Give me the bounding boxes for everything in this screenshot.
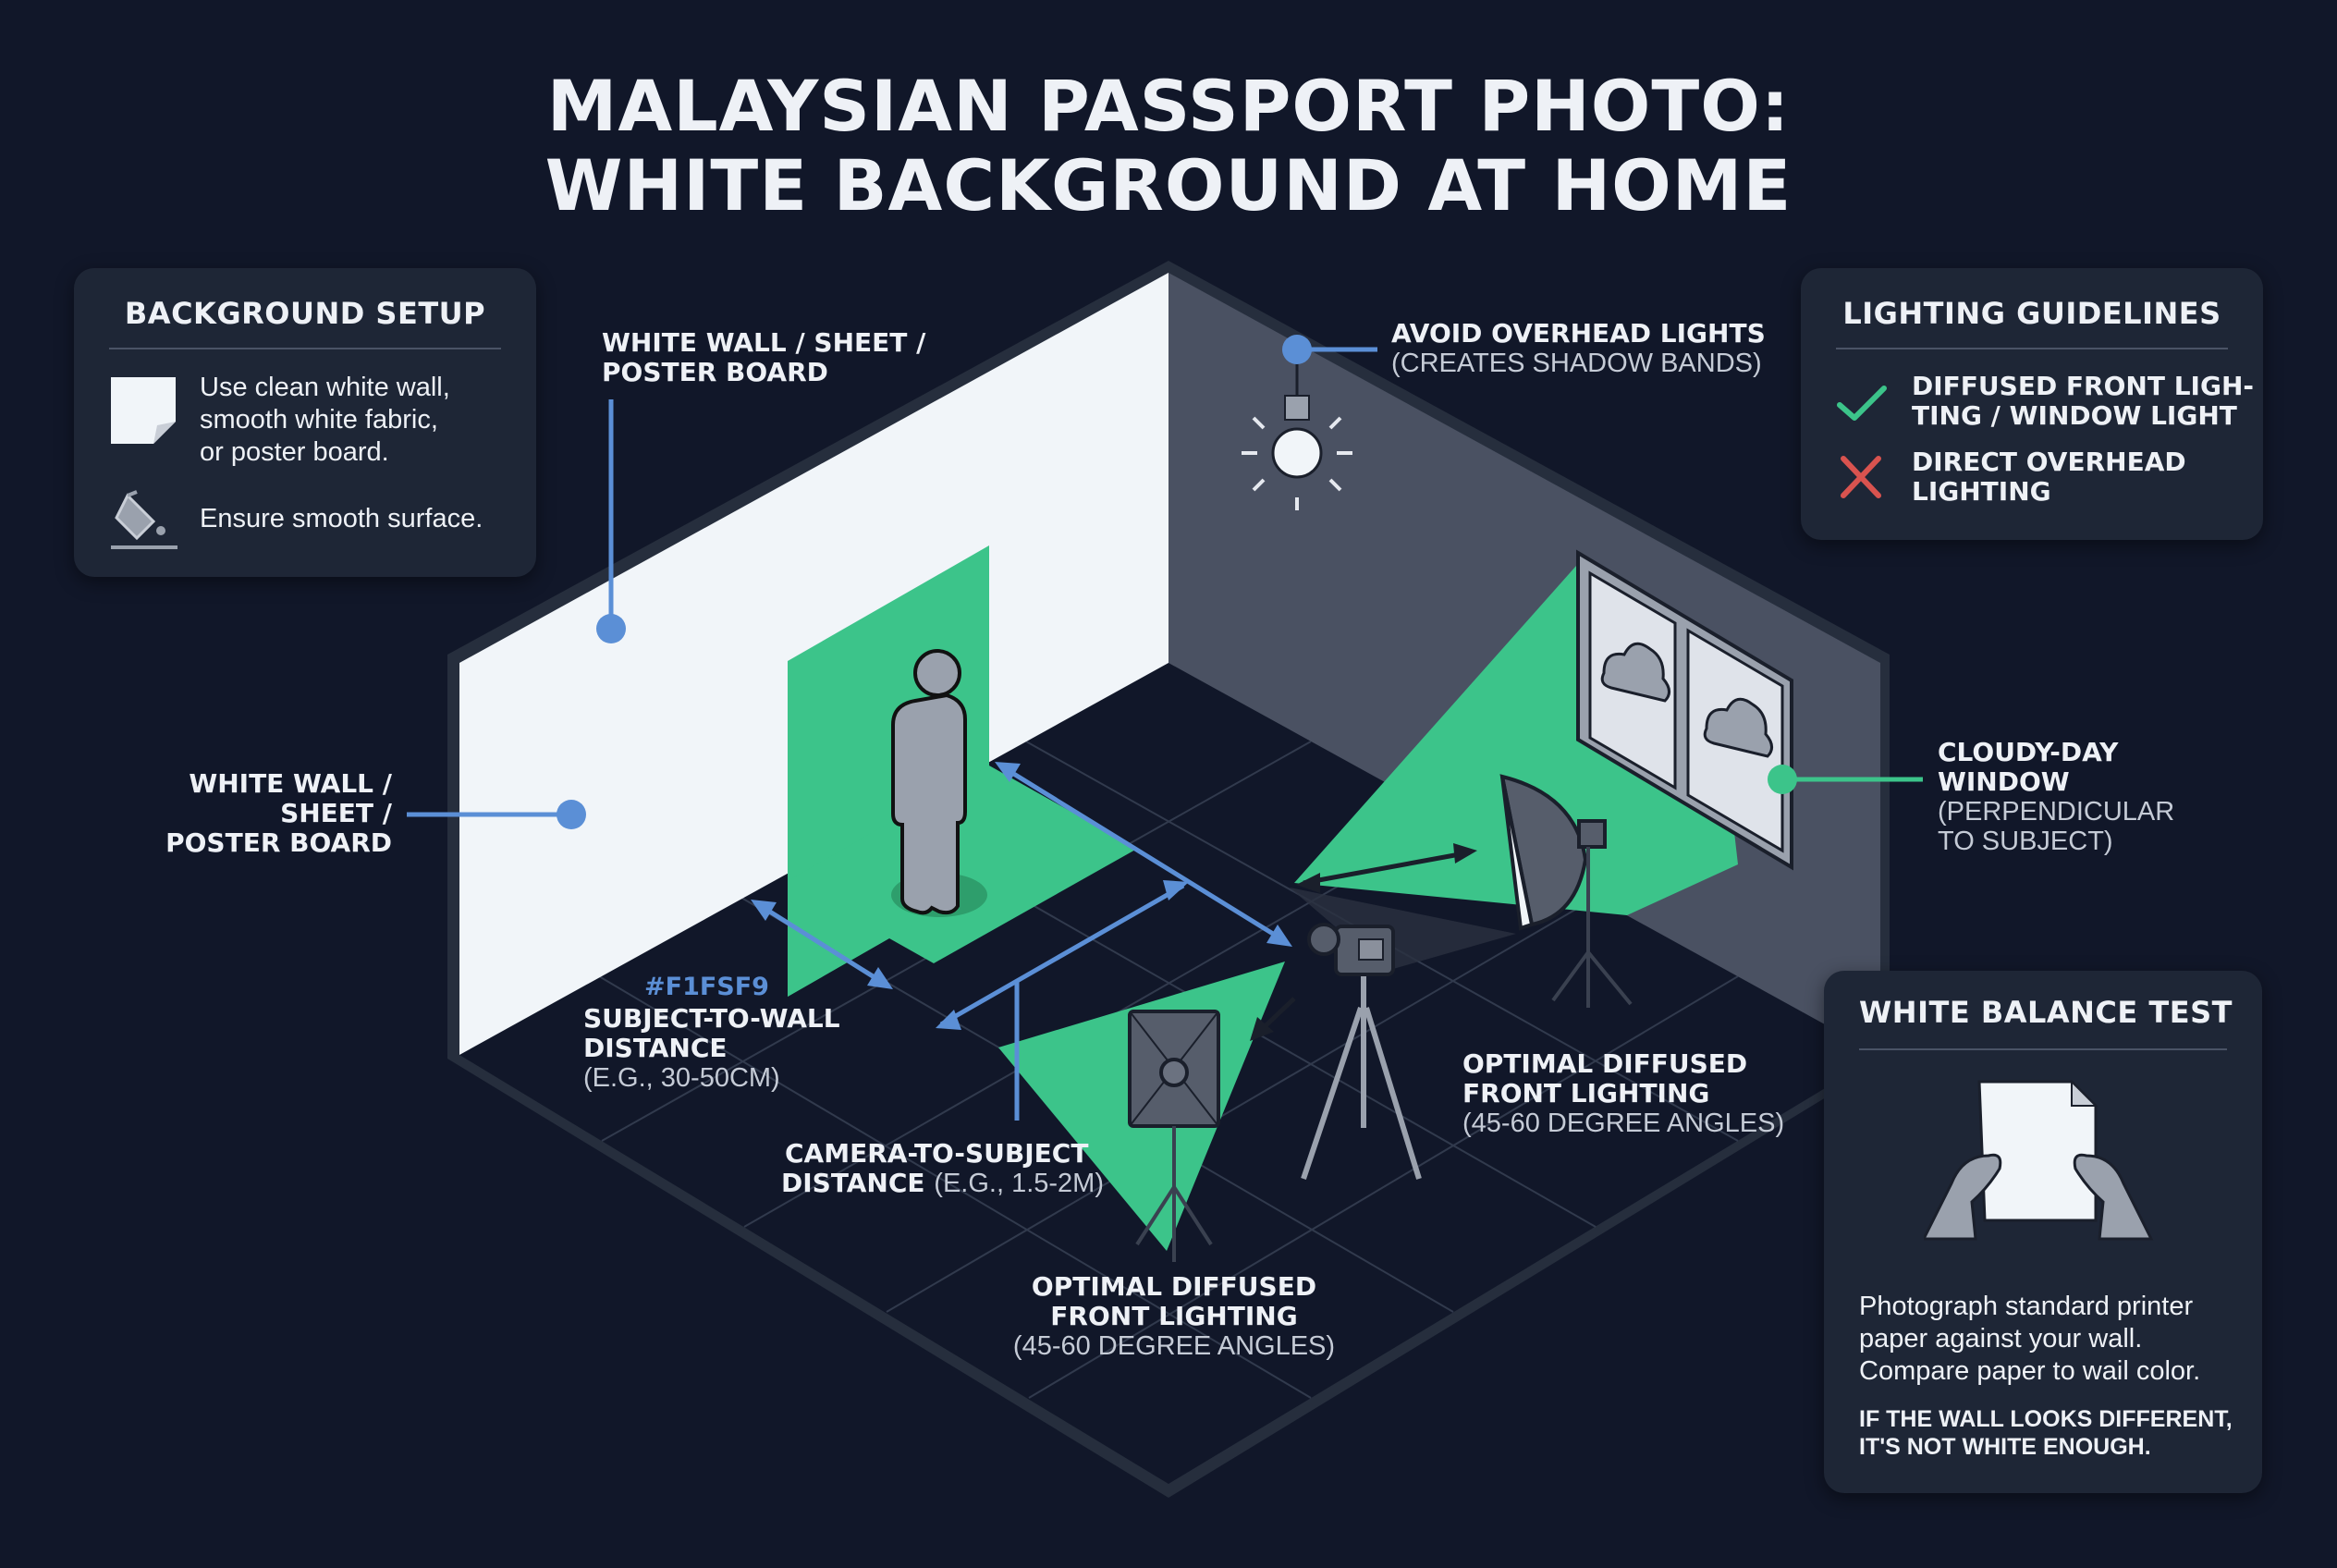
callout-front-lighting-bottom: OPTIMAL DIFFUSED FRONT LIGHTING (45-60 D…: [1012, 1271, 1336, 1362]
callout-camera-to-subject: CAMERA-TO-SUBJECT DISTANCE (E.G., 1.5-2M…: [781, 1138, 1104, 1199]
front-softbox-icon: [1128, 1010, 1220, 1262]
white-balance-test-panel: WHITE BALANCE TEST Photograph standard p…: [1824, 971, 2262, 1493]
light-angle-arrows: [1250, 843, 1477, 1041]
dimension-arrows: [751, 762, 1292, 1121]
divider: [1836, 348, 2228, 349]
background-setup-panel: BACKGROUND SETUP Use clean white wall, s…: [74, 268, 536, 577]
paint-bucket-icon: [111, 490, 177, 549]
window-icon: [1576, 549, 1793, 871]
divider: [109, 348, 501, 349]
panel-heading: LIGHTING GUIDELINES: [1842, 296, 2221, 331]
callout-subject-to-wall: SUBJECT-TO-WALL DISTANCE (E.G., 30-50CM): [583, 1003, 840, 1094]
callout-leaders: [407, 335, 1923, 829]
wall-color-hex: #F1FSF9: [644, 973, 769, 1001]
title-line-2: WHITE BACKGROUND AT HOME: [544, 144, 1793, 227]
light-bulb-icon: [1242, 349, 1352, 510]
callout-window: CLOUDY-DAY WINDOW (PERPENDICULAR TO SUBJ…: [1938, 737, 2175, 857]
checkmark-icon: [1837, 386, 1887, 421]
callout-wall-left: WHITE WALL / SHEET / POSTER BOARD: [165, 768, 392, 858]
divider: [1859, 1048, 2227, 1050]
camera-tripod-icon: [1301, 923, 1422, 1180]
white-balance-instructions: Photograph standard printer paper agains…: [1859, 1292, 2201, 1386]
callout-wall-top: WHITE WALL / SHEET / POSTER BOARD: [602, 327, 926, 387]
page-title: MALAYSIAN PASSPORT PHOTO: WHITE BACKGROU…: [0, 67, 2337, 226]
guideline-avoid: DIRECT OVERHEAD LIGHTING: [1836, 447, 2186, 507]
lighting-guidelines-panel: LIGHTING GUIDELINES DIFFUSED FRONT LIGH-…: [1801, 268, 2263, 540]
umbrella-softbox-icon: [1499, 774, 1633, 1008]
x-mark-icon: [1841, 456, 1881, 498]
paper-sheet-icon: [111, 377, 176, 444]
hands-holding-paper-icon: [1924, 1080, 2154, 1241]
panel-heading: WHITE BALANCE TEST: [1859, 995, 2233, 1030]
white-balance-warning: IF THE WALL LOOKS DIFFERENT, IT'S NOT WH…: [1859, 1406, 2233, 1460]
callout-overhead-lights: AVOID OVERHEAD LIGHTS (CREATES SHADOW BA…: [1391, 318, 1766, 379]
title-line-1: MALAYSIAN PASSPORT PHOTO:: [546, 65, 1791, 147]
setup-item-smooth: Ensure smooth surface.: [109, 490, 483, 551]
panel-heading: BACKGROUND SETUP: [124, 296, 486, 331]
subject-person-icon: [891, 649, 987, 917]
callout-front-lighting-right: OPTIMAL DIFFUSED FRONT LIGHTING (45-60 D…: [1462, 1048, 1785, 1139]
guideline-do: DIFFUSED FRONT LIGH- TING / WINDOW LIGHT: [1836, 372, 2254, 431]
setup-item-surface: Use clean white wall, smooth white fabri…: [109, 372, 450, 469]
